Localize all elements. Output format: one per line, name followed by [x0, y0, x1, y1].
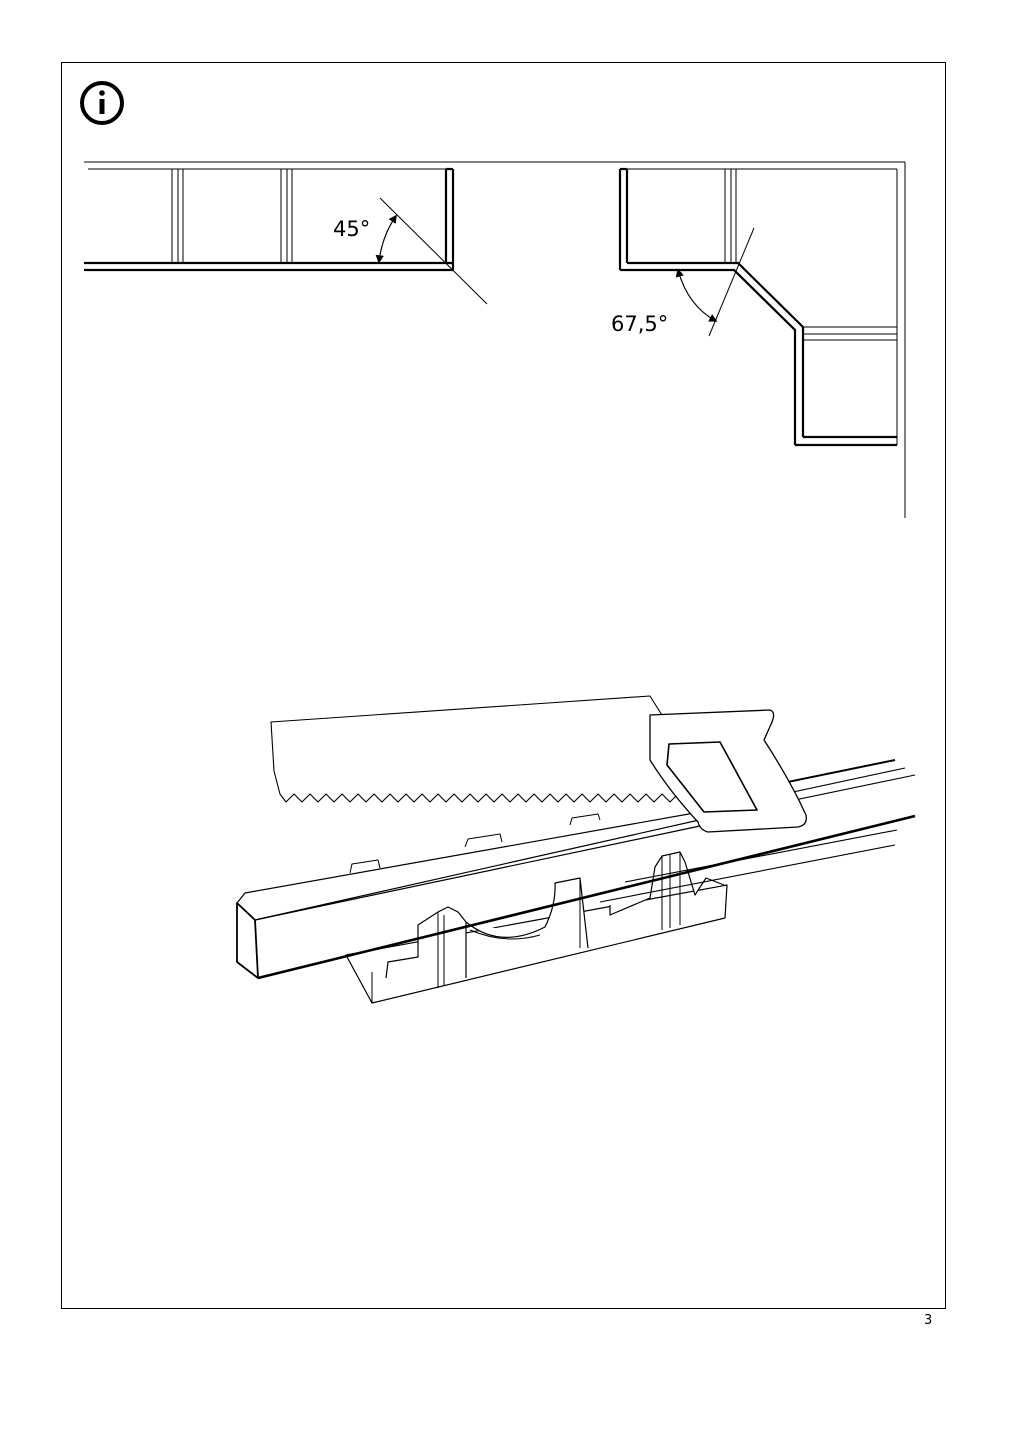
corner-diagram-45 [84, 161, 906, 518]
miter-box-illustration [236, 695, 916, 1004]
angle-label-45: 45° [333, 217, 370, 241]
info-circle-icon [80, 81, 124, 125]
page-number: 3 [924, 1313, 933, 1328]
corner-diagram-67-5 [618, 167, 898, 447]
angle-label-67-5: 67,5° [611, 312, 668, 336]
instruction-frame [61, 62, 946, 1309]
